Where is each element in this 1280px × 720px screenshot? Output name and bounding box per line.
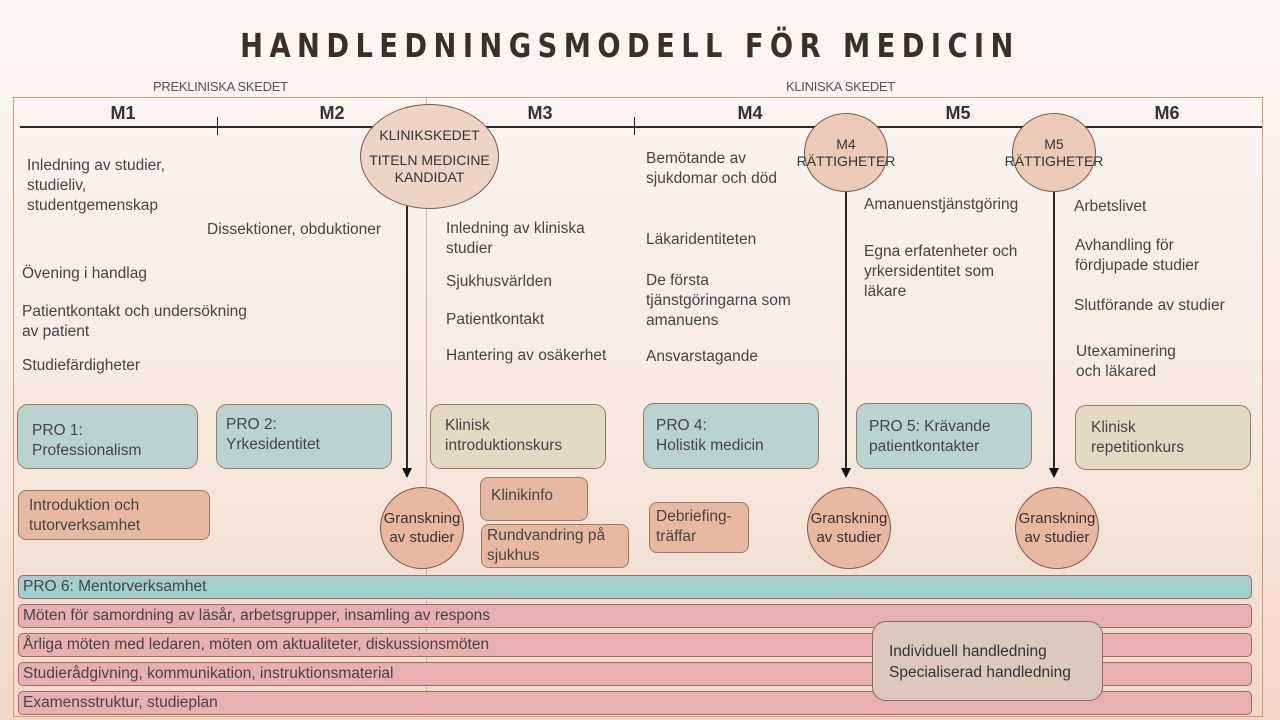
arrow-line bbox=[406, 200, 408, 468]
timeline-line bbox=[20, 126, 1262, 128]
timeline-tick bbox=[217, 117, 218, 135]
topic-item: Slutförande av studier bbox=[1074, 297, 1225, 314]
activity-debriefing: Debriefing- träffar bbox=[649, 502, 749, 553]
milestone-m5-rights: M5 RÄTTIGHETER bbox=[1005, 113, 1103, 192]
topic-item: Inledning av studier, studieliv, student… bbox=[27, 157, 165, 214]
milestone-clinical-stage: KLINIKSKEDET TITELN MEDICINE KANDIDAT bbox=[360, 104, 499, 209]
milestone-subtitle: KANDIDAT bbox=[394, 169, 465, 185]
review-oval: Granskning av studier bbox=[807, 487, 891, 569]
arrow-down-icon bbox=[841, 468, 851, 478]
topic-item: Sjukhusvärlden bbox=[446, 273, 552, 290]
arrow-down-icon bbox=[402, 468, 412, 478]
topic-item: Amanuenstjänstgöring bbox=[864, 196, 1019, 213]
review-oval: Granskning av studier bbox=[1015, 487, 1099, 569]
activity-rundvandring: Rundvandring på sjukhus bbox=[481, 524, 629, 568]
topic-item: Arbetslivet bbox=[1074, 198, 1147, 215]
timeline-tick bbox=[634, 117, 635, 135]
module-m6: M6 bbox=[1154, 103, 1180, 123]
milestone-subtitle: RÄTTIGHETER bbox=[1004, 152, 1104, 169]
topic-item: Ansvarstagande bbox=[646, 348, 759, 365]
course-pro2: PRO 2: Yrkesidentitet bbox=[216, 404, 392, 469]
module-m4: M4 bbox=[737, 103, 763, 123]
arrow-line bbox=[845, 185, 847, 468]
bar-pro6-mentor: PRO 6: Mentorverksamhet bbox=[18, 575, 1252, 599]
module-m1: M1 bbox=[110, 103, 136, 123]
phase-label-clinical: KLINISKA SKEDET bbox=[786, 79, 895, 94]
course-klinisk-repetition: Klinisk repetitionkurs bbox=[1075, 405, 1251, 470]
topic-item: Utexaminering och läkared bbox=[1076, 343, 1176, 380]
review-oval: Granskning av studier bbox=[380, 487, 464, 569]
topic-item: Övening i handlag bbox=[22, 265, 147, 282]
milestone-title: M5 bbox=[1044, 135, 1064, 152]
module-m2: M2 bbox=[319, 103, 345, 123]
arrow-down-icon bbox=[1049, 468, 1059, 478]
topic-item: Bemötande av sjukdomar och död bbox=[646, 150, 777, 187]
course-pro5: PRO 5: Krävande patientkontakter bbox=[856, 403, 1032, 469]
diagram-frame bbox=[13, 97, 1263, 717]
activity-intro-tutor: Introduktion och tutorverksamhet bbox=[18, 490, 210, 540]
milestone-subtitle: RÄTTIGHETER bbox=[796, 152, 896, 169]
phase-label-preclinical: PREKLINISKA SKEDET bbox=[153, 79, 288, 94]
topic-item: Avhandling för fördjupade studier bbox=[1075, 237, 1200, 274]
topic-item: De första tjänstgöringarna som amanuens bbox=[646, 272, 791, 329]
course-pro1: PRO 1: Professionalism bbox=[17, 404, 198, 469]
topic-item: Inledning av kliniska studier bbox=[446, 220, 585, 257]
page-title: HANDLEDNINGSMODELL FÖR MEDICIN bbox=[240, 26, 1020, 65]
course-klinisk-introduktion: Klinisk introduktionskurs bbox=[430, 404, 606, 469]
activity-klinikinfo: Klinikinfo bbox=[480, 477, 588, 521]
topic-item: Egna erfatenheter och yrkersidentitet so… bbox=[864, 243, 1018, 300]
phase-divider bbox=[426, 97, 427, 717]
topic-item: Hantering av osäkerhet bbox=[446, 347, 607, 364]
topic-item: Dissektioner, obduktioner bbox=[207, 221, 382, 238]
topic-item: Läkaridentiteten bbox=[646, 231, 757, 248]
topic-item: Patientkontakt bbox=[446, 311, 545, 328]
course-pro4: PRO 4: Holistik medicin bbox=[643, 403, 819, 469]
individual-guidance-box: Individuell handledning Specialiserad ha… bbox=[872, 621, 1103, 701]
topic-item: Patientkontakt och undersökning av patie… bbox=[22, 303, 247, 340]
arrow-line bbox=[1053, 185, 1055, 468]
milestone-title: M4 bbox=[836, 135, 856, 152]
milestone-title: KLINIKSKEDET bbox=[379, 127, 480, 143]
module-m3: M3 bbox=[527, 103, 553, 123]
milestone-subtitle: TITELN MEDICINE bbox=[369, 152, 490, 168]
module-m5: M5 bbox=[945, 103, 971, 123]
topic-item: Studiefärdigheter bbox=[22, 357, 141, 374]
bar-exam-structure: Examensstruktur, studieplan bbox=[18, 691, 1252, 715]
bar-coordination-meetings: Möten för samordning av läsår, arbetsgru… bbox=[18, 604, 1252, 628]
milestone-m4-rights: M4 RÄTTIGHETER bbox=[797, 113, 895, 192]
